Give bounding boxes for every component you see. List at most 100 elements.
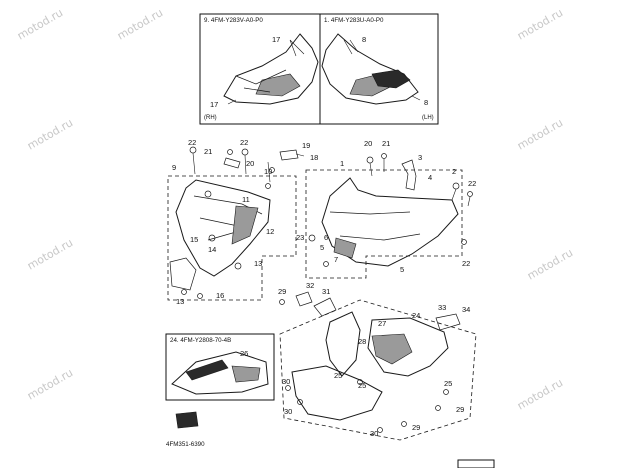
watermark-text: motod.ru bbox=[515, 6, 565, 42]
callout: 29 bbox=[412, 423, 420, 432]
watermark-text: motod.ru bbox=[515, 376, 565, 412]
watermark-text: motod.ru bbox=[115, 6, 165, 42]
inset-lh-frame bbox=[319, 13, 439, 125]
grommet bbox=[204, 190, 212, 198]
screw bbox=[189, 146, 197, 154]
screw bbox=[241, 148, 249, 156]
fairing-rh-bracket bbox=[231, 205, 259, 245]
inset-rh-leaders bbox=[227, 39, 305, 105]
side-cover-rh bbox=[169, 257, 197, 291]
inset-rh: 9. 4FM-Y283V-A0-P0 (RH) 17 17 bbox=[199, 13, 321, 125]
watermark-text: motod.ru bbox=[515, 116, 565, 152]
callout: 34 bbox=[462, 305, 470, 314]
decal-box-title: 24. 4FM-Y2808-70-4B bbox=[170, 337, 231, 344]
left-fairing-group bbox=[305, 153, 473, 279]
inset-rh-side: (RH) bbox=[204, 115, 217, 121]
fairing-lh-stripe bbox=[371, 69, 411, 89]
bracket-32 bbox=[295, 291, 313, 307]
callout: 16 bbox=[216, 291, 224, 300]
callout: 22 bbox=[462, 259, 470, 268]
callout: 21 bbox=[204, 147, 212, 156]
decal-shape bbox=[171, 351, 269, 395]
inset-lh-leaders bbox=[343, 39, 421, 101]
bracket-3 bbox=[401, 159, 417, 191]
callout: 10 bbox=[264, 167, 272, 176]
callout-layer: 22 22 19 18 21 20 9 10 12 11 14 15 16 13… bbox=[172, 138, 476, 438]
callout: 22 bbox=[188, 138, 196, 147]
screw bbox=[197, 293, 203, 299]
grommet bbox=[452, 182, 460, 190]
callout: 9 bbox=[172, 163, 176, 172]
bracket-31 bbox=[313, 297, 337, 317]
group-lower-boundary bbox=[279, 299, 477, 441]
callout: 31 bbox=[322, 287, 330, 296]
inset-lh-label: 8 bbox=[362, 35, 366, 44]
callout: 30 bbox=[284, 407, 292, 416]
watermark-text: motod.ru bbox=[15, 6, 65, 42]
callout: 7 bbox=[334, 255, 338, 264]
callout: 18 bbox=[310, 153, 318, 162]
callout: 24 bbox=[412, 311, 420, 320]
right-fairing-group bbox=[167, 146, 305, 301]
callout: 3 bbox=[418, 153, 422, 162]
callout: 29 bbox=[278, 287, 286, 296]
clip bbox=[308, 234, 316, 242]
callout: 12 bbox=[266, 227, 274, 236]
callout: 23 bbox=[296, 233, 304, 242]
washer bbox=[366, 156, 374, 164]
inset-rh-label: 17 bbox=[272, 35, 280, 44]
callout: 15 bbox=[190, 235, 198, 244]
screw bbox=[323, 261, 329, 267]
screw bbox=[435, 405, 441, 411]
watermark-text: motod.ru bbox=[25, 236, 75, 272]
under-cowl-rh bbox=[291, 365, 383, 421]
callout: 20 bbox=[246, 159, 254, 168]
under-cowl-lh bbox=[367, 317, 449, 377]
inset-rh-label: 17 bbox=[210, 100, 218, 109]
callout: 13 bbox=[176, 297, 184, 306]
callout: 25 bbox=[334, 371, 342, 380]
group-9-boundary bbox=[167, 175, 297, 301]
screw bbox=[234, 262, 242, 270]
callout: 30 bbox=[370, 429, 378, 438]
callout: 13 bbox=[254, 259, 262, 268]
callout: 5 bbox=[320, 243, 324, 252]
fairing-rh-panel bbox=[175, 179, 271, 277]
callout: 4 bbox=[428, 173, 432, 182]
fairing-rh-outline bbox=[223, 33, 319, 105]
emblem-icon bbox=[175, 411, 199, 429]
callout: 11 bbox=[242, 195, 250, 204]
callout: 19 bbox=[302, 141, 310, 150]
callout: 14 bbox=[208, 245, 216, 254]
screw bbox=[265, 183, 271, 189]
inset-lh-side: (LH) bbox=[422, 115, 434, 121]
callout: 22 bbox=[468, 179, 476, 188]
inset-lh-title: 1. 4FM-Y283U-A0-P0 bbox=[324, 17, 384, 24]
inner-panel-28 bbox=[325, 311, 361, 377]
page-corner-tab bbox=[457, 459, 495, 469]
screw bbox=[181, 289, 187, 295]
fairing-rh-decal bbox=[255, 73, 301, 97]
callout: 5 bbox=[400, 265, 404, 274]
screw bbox=[401, 421, 407, 427]
screw bbox=[381, 153, 387, 159]
fairing-rh-lines bbox=[235, 69, 287, 93]
decal-lettering bbox=[185, 359, 229, 381]
leaders bbox=[369, 159, 471, 207]
callout: 33 bbox=[438, 303, 446, 312]
decal-box-frame bbox=[165, 333, 275, 401]
grommet bbox=[443, 389, 449, 395]
clip bbox=[279, 149, 299, 161]
group-1-boundary bbox=[305, 169, 463, 279]
grommet bbox=[357, 379, 363, 385]
screw bbox=[269, 167, 275, 173]
screw bbox=[461, 239, 467, 245]
callout: 20 bbox=[364, 139, 372, 148]
grommet bbox=[208, 234, 216, 242]
inset-lh: 1. 4FM-Y283U-A0-P0 (LH) 8 8 bbox=[319, 13, 439, 125]
callout: 6 bbox=[324, 233, 328, 242]
decal-box: 24. 4FM-Y2808-70-4B 26 bbox=[165, 333, 275, 401]
bracket-34 bbox=[435, 313, 461, 331]
watermark-layer: motod.ru motod.ru motod.ru motod.ru moto… bbox=[15, 6, 575, 412]
